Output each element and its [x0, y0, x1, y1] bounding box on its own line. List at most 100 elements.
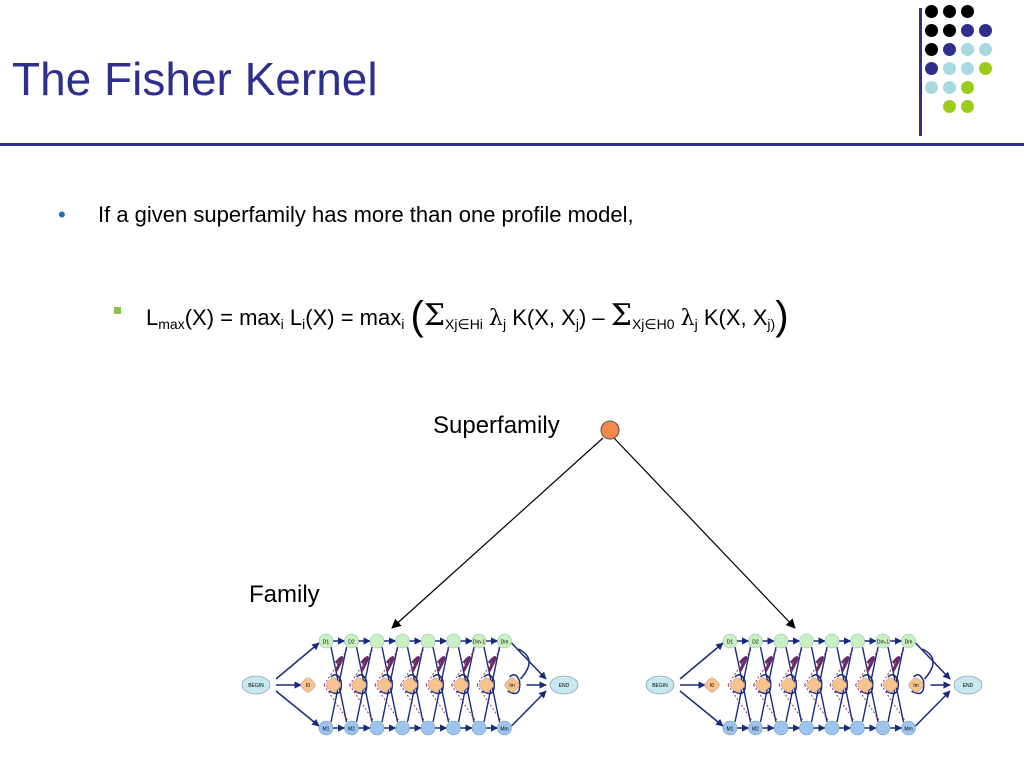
hmm-end-state — [953, 675, 983, 695]
hmm-edge-insert — [400, 684, 425, 721]
hmm-state-label: Dm — [501, 640, 509, 646]
hmm-insert-state — [325, 677, 342, 693]
hmm-edge — [275, 642, 320, 680]
hmm-insert-state — [351, 677, 367, 693]
hmm-loop — [891, 656, 901, 672]
formula-sub: ) — [770, 316, 776, 332]
hmm-edge-insert — [855, 684, 880, 721]
logo-dot — [943, 24, 956, 37]
hmm-edge-insert — [727, 648, 752, 686]
hmm-delete-state — [395, 633, 410, 649]
formula-text: (X) = max — [305, 305, 402, 330]
logo-dot — [979, 24, 992, 37]
hmm-self-loop — [758, 674, 772, 695]
square-bullet-icon — [114, 307, 121, 314]
hmm-state-label: Im — [913, 683, 919, 689]
hmm-state-label: I0 — [306, 683, 310, 689]
formula-text: (X) = max — [184, 305, 281, 330]
hmm-state-label: Mm — [500, 727, 508, 733]
hmm-self-loop — [860, 674, 874, 695]
hmm-match-state — [722, 720, 738, 736]
hmm-edge-insert — [425, 684, 450, 721]
hmm-state-label: M2 — [752, 727, 759, 733]
hmm-match-state — [344, 720, 359, 736]
superfamily-node — [600, 420, 620, 440]
hmm-edge-insert — [880, 648, 905, 686]
hmm-state-label: D2 — [752, 640, 759, 646]
hmm-self-loop — [430, 674, 444, 695]
hmm-self-loop — [834, 674, 848, 695]
hmm-edge-insert — [476, 648, 501, 686]
lambda-symbol: λ — [489, 306, 503, 331]
formula-sub: i — [302, 316, 306, 332]
hmm-state-label: Dm-1 — [877, 640, 889, 646]
hmm-match-state — [395, 720, 410, 736]
title-underline — [0, 143, 1024, 146]
logo-divider — [919, 8, 922, 136]
logo-dot — [943, 100, 956, 113]
hmm-loop — [487, 656, 497, 672]
hmm-edge-insert — [374, 684, 399, 721]
hmm-self-loop — [507, 674, 521, 695]
hmm-edge-insert — [323, 684, 348, 721]
hmm-state-label: D1 — [323, 640, 330, 646]
hmm-match-state — [369, 720, 385, 736]
hmm-delete-state — [875, 633, 891, 649]
hmm-delete-state — [369, 633, 385, 649]
hmm-self-loop — [783, 674, 797, 695]
formula-sub: Xj∈H0 — [631, 316, 675, 332]
logo-dot — [961, 62, 974, 75]
hmm-insert-state — [882, 677, 899, 693]
formula-sub: max — [158, 316, 185, 332]
hmm-loop — [436, 656, 446, 672]
formula-text: L — [283, 305, 303, 330]
hmm-loop — [334, 656, 344, 672]
logo-dot — [925, 5, 938, 18]
hmm-self-loop — [405, 674, 419, 695]
hmm-edge-insert — [753, 648, 778, 686]
formula-sub: j — [694, 316, 698, 332]
hmm-edge-insert — [855, 648, 880, 686]
hmm-loop — [866, 656, 875, 672]
hmm-loop — [764, 656, 773, 672]
hmm-insert-state — [780, 677, 797, 693]
hmm-insert-state — [402, 677, 418, 693]
hmm-end-label: END — [963, 683, 974, 689]
hmm-self-loop — [328, 674, 342, 695]
bullet-dot-icon: • — [58, 202, 66, 227]
hmm-begin-state — [645, 675, 675, 695]
hmm-match-state — [420, 720, 436, 736]
hmm-match-state — [850, 720, 865, 736]
hmm-edge-insert — [374, 648, 399, 686]
hmm-insert-state — [453, 677, 469, 693]
hmm-insert-state — [704, 677, 720, 693]
hmm-edge-insert — [323, 648, 348, 686]
formula-paren: ( — [410, 294, 424, 338]
formula-sub: j — [575, 316, 579, 332]
formula: Lmax(X) = maxi Li(X) = maxi (ΣXj∈Hi λj K… — [146, 292, 789, 348]
logo-dot — [979, 62, 992, 75]
hmm-insert-state — [729, 677, 746, 693]
hmm-self-loop — [885, 674, 899, 695]
hmm-loop — [738, 656, 748, 672]
hmm-edge-insert — [753, 684, 778, 721]
hmm-state-label: Dm-1 — [473, 640, 485, 646]
logo-dot — [961, 24, 974, 37]
hmm-edge-insert — [727, 684, 752, 721]
hmm-delete-state — [318, 633, 334, 649]
family-label: Family — [249, 581, 320, 608]
logo-dot — [979, 43, 992, 56]
hmm-edge — [679, 642, 724, 680]
hmm-delete-state — [722, 633, 738, 649]
hmm-edge — [518, 648, 530, 680]
logo-dot — [961, 5, 974, 18]
hmm-edge-insert — [804, 684, 829, 721]
lambda-symbol: λ — [680, 306, 695, 331]
hmm-loop — [385, 656, 395, 672]
hmm-match-state — [471, 720, 487, 736]
hmm-edge-insert — [778, 648, 803, 686]
formula-text: K(X, X — [506, 305, 576, 330]
hmm-edge — [922, 648, 934, 680]
logo-dot — [961, 100, 974, 113]
